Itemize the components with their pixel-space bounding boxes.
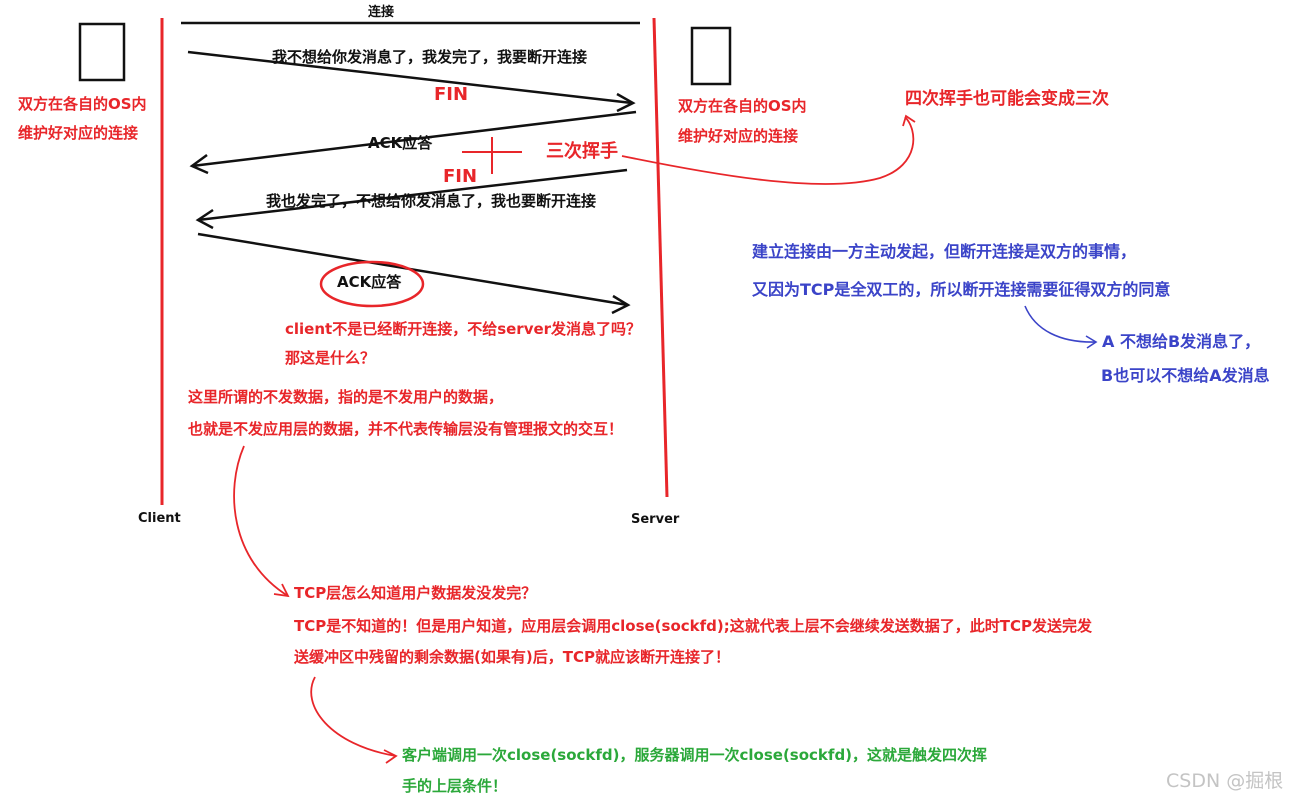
fin1-label: FIN	[434, 84, 469, 105]
red-curve-to-green-head	[383, 749, 398, 764]
ack-arrow-2-head	[611, 294, 631, 315]
fin-arrow-1	[187, 50, 633, 105]
three-handshake-label: 三次挥手	[546, 141, 618, 162]
four-to-three-label: 四次挥手也可能会变成三次	[905, 89, 1109, 109]
server-label: Server	[631, 512, 680, 527]
answer-line2: 也就是不发应用层的数据，并不代表传输层没有管理报文的交互！	[188, 420, 624, 438]
blue-line1: 建立连接由一方主动发起，但断开连接是双方的事情，	[752, 242, 1137, 261]
blue-line3: A 不想给B发消息了，	[1102, 332, 1261, 351]
msg1-label: 我不想给你发消息了，我发完了，我要断开连接	[272, 48, 588, 66]
tcp-line3: 送缓冲区中残留的剩余数据(如果有)后，TCP就应该断开连接了！	[294, 648, 730, 666]
client-label: Client	[138, 511, 181, 526]
green-line2: 手的上层条件！	[402, 777, 508, 795]
red-curve-to-tcp-head	[273, 583, 290, 598]
client-box	[78, 22, 126, 82]
curve-three-to-four-head	[902, 114, 916, 127]
ack-circle	[319, 260, 425, 308]
server-lifeline	[652, 17, 669, 498]
top-label: 连接	[368, 5, 395, 20]
ack-arrow-1-head	[189, 153, 209, 175]
fin-arrow-2	[197, 168, 628, 222]
client-note-line2: 维护好对应的连接	[18, 124, 139, 142]
answer-line1: 这里所谓的不发数据，指的是不发用户的数据，	[188, 388, 504, 406]
server-note-line1: 双方在各自的OS内	[678, 97, 807, 115]
server-box	[690, 26, 732, 86]
client-note-line1: 双方在各自的OS内	[18, 95, 147, 113]
fin2-label: FIN	[443, 166, 478, 187]
server-note-line2: 维护好对应的连接	[678, 127, 799, 145]
blue-line2: 又因为TCP是全双工的，所以断开连接需要征得双方的同意	[752, 280, 1171, 299]
red-curve-to-green	[310, 676, 397, 757]
blue-line4: B也可以不想给A发消息	[1101, 366, 1270, 385]
ack1-label: ACK应答	[368, 134, 433, 152]
msg2-label: 我也发完了，不想给你发消息了，我也要断开连接	[266, 192, 597, 210]
watermark: CSDN @掘根	[1166, 770, 1284, 792]
fin-arrow-2-head	[195, 208, 214, 230]
question-line2: 那这是什么？	[285, 349, 376, 367]
ack-arrow-1	[191, 110, 637, 168]
green-line1: 客户端调用一次close(sockfd)，服务器调用一次close(sockfd…	[402, 746, 988, 764]
blue-curve	[1024, 305, 1097, 343]
ack2-label: ACK应答	[337, 273, 402, 291]
fin-arrow-1-head	[616, 92, 636, 113]
tcp-line2: TCP是不知道的！但是用户知道，应用层会调用close(sockfd);这就代表…	[294, 617, 1092, 635]
curve-three-to-four	[621, 116, 915, 185]
question-line1: client不是已经断开连接，不给server发消息了吗？	[285, 320, 642, 338]
red-curve-to-tcp	[233, 445, 289, 597]
tcp-line1: TCP层怎么知道用户数据发没发完？	[294, 584, 537, 602]
blue-curve-head	[1085, 335, 1098, 349]
